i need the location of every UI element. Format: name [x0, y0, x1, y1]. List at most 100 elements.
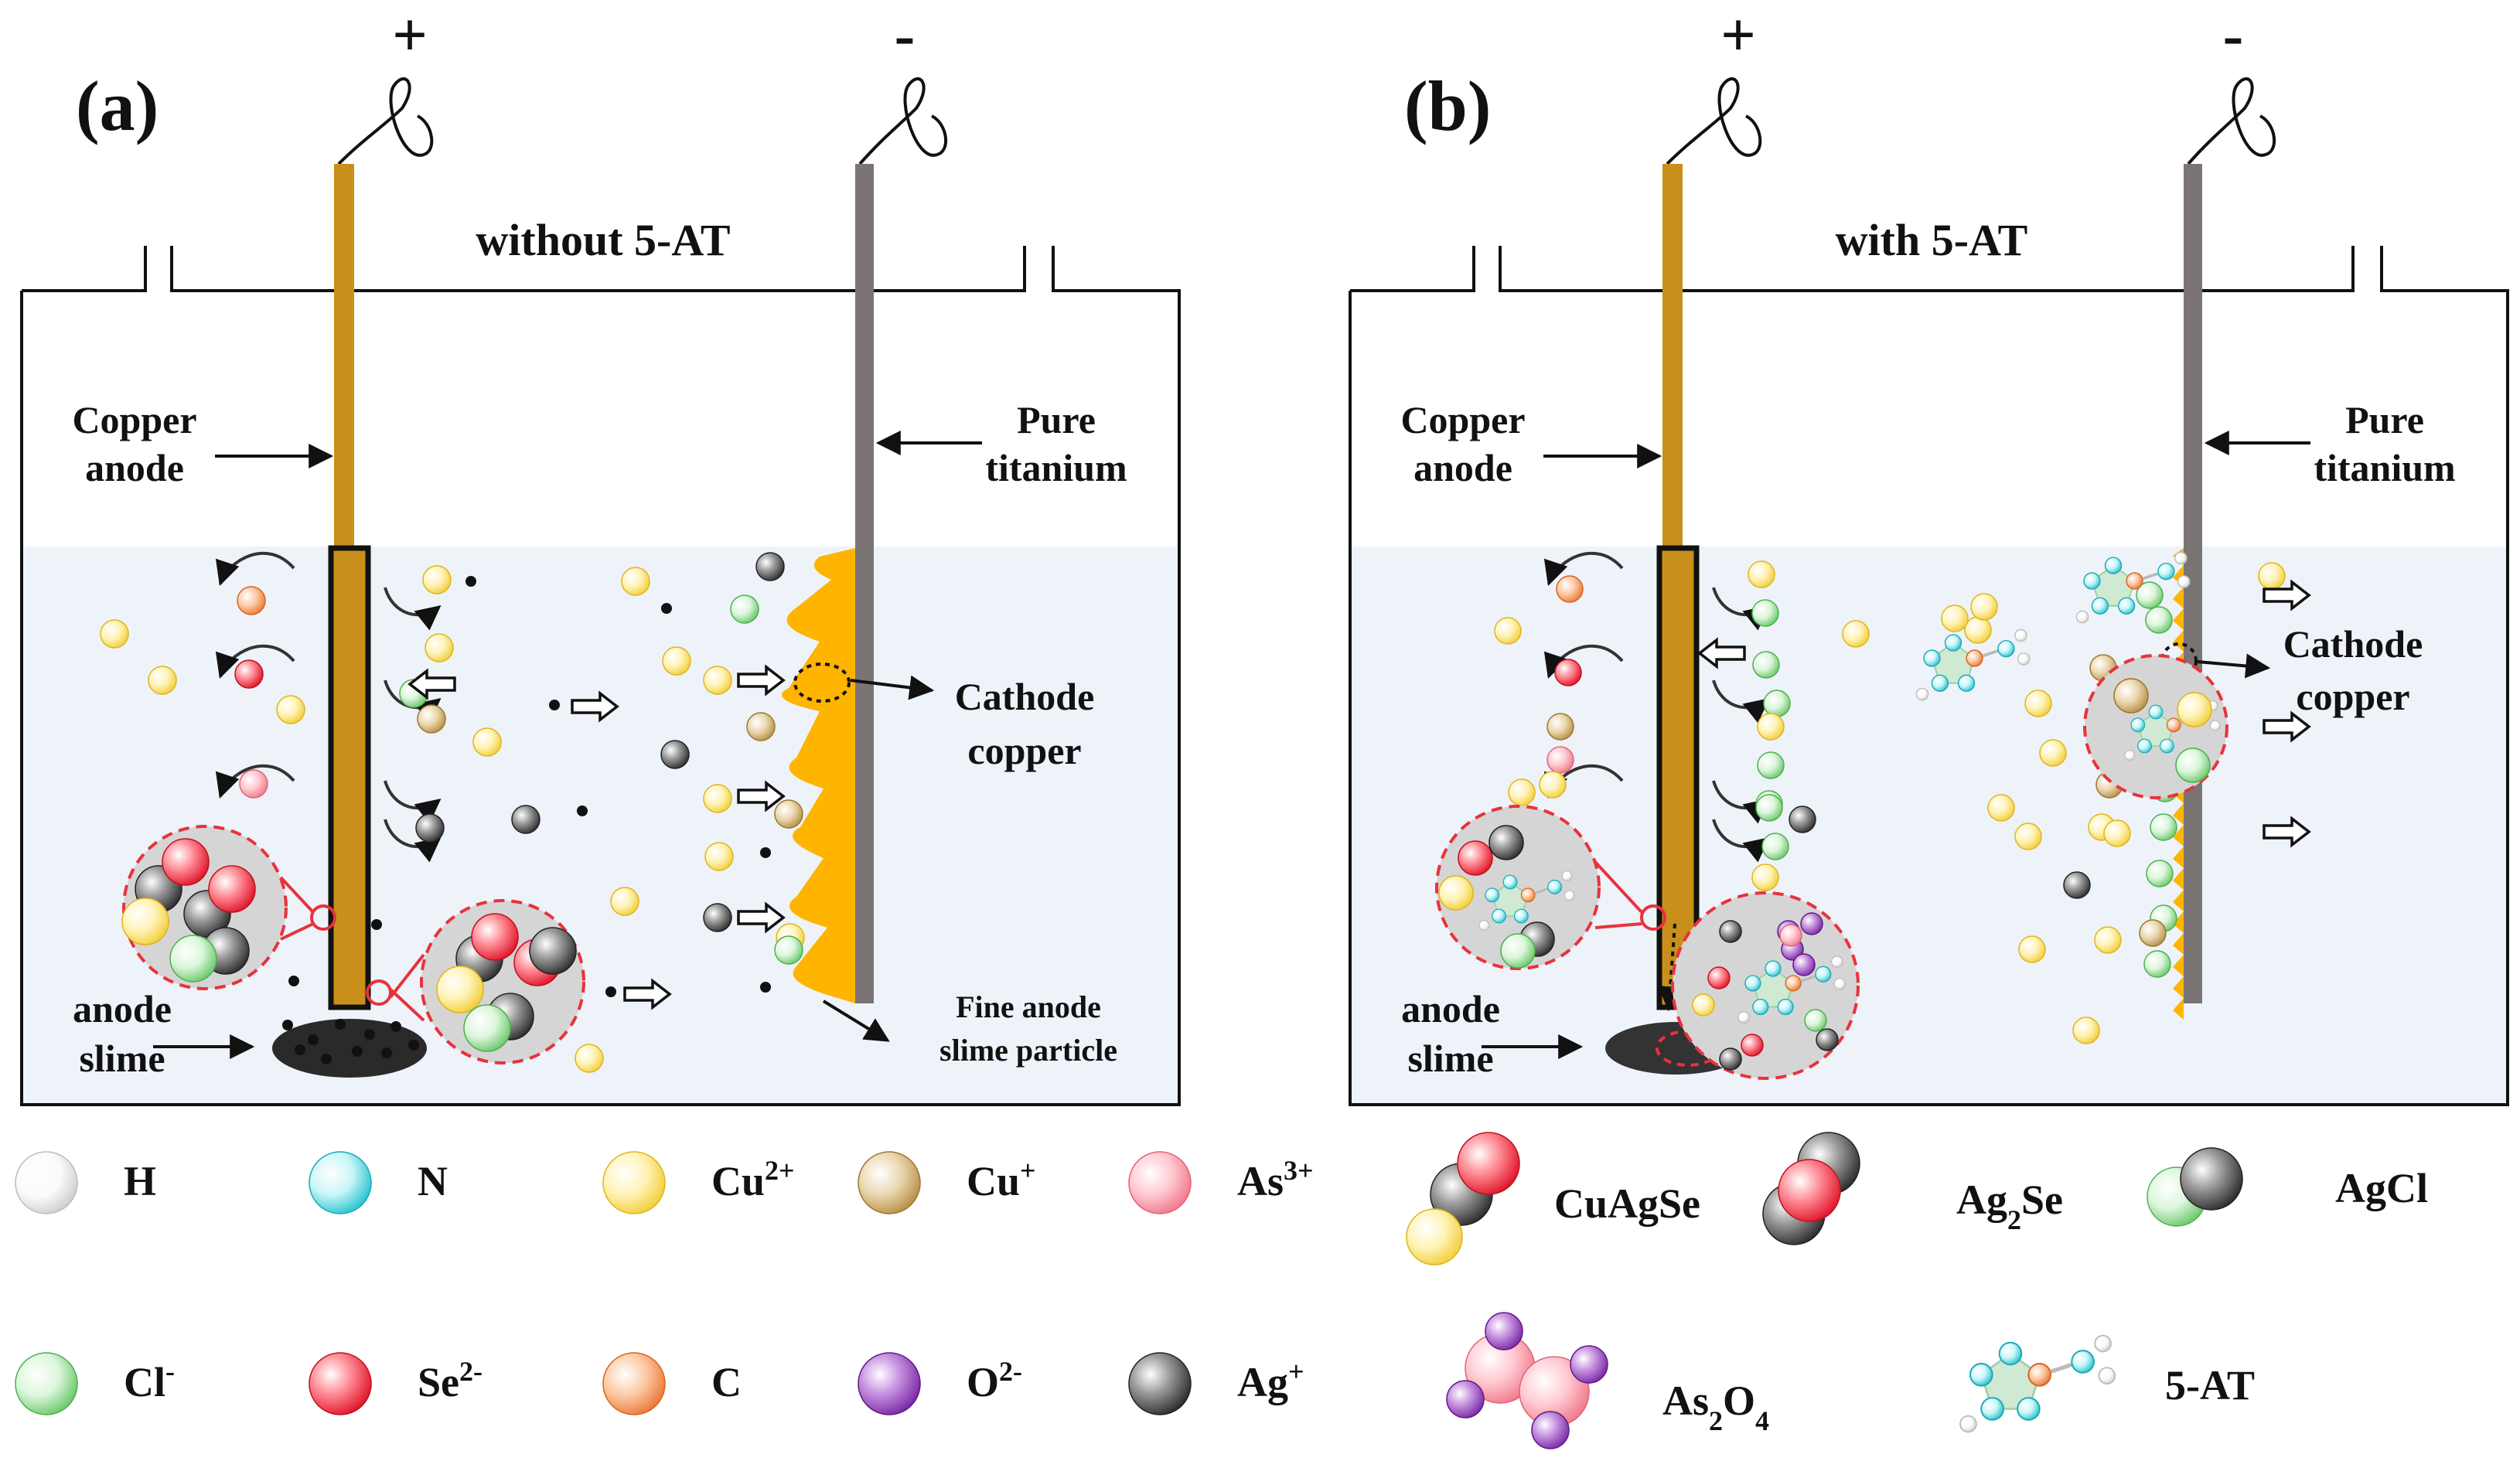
- legend-symbol: As: [1237, 1158, 1284, 1204]
- zoom-source: [1640, 904, 1666, 931]
- compound-label: Ag2Se: [1956, 1177, 2063, 1235]
- ion-cl: [1757, 751, 1785, 779]
- ion-cu2: [2094, 926, 2122, 954]
- slime-particle: [661, 603, 672, 614]
- ion-c: [2126, 572, 2143, 590]
- ion-cu1: [774, 799, 803, 829]
- ion-ag: [660, 740, 690, 769]
- legend-label-cu: Cu+: [967, 1155, 1036, 1204]
- tank-lid-left: [1350, 246, 1475, 292]
- zoom-source: [366, 979, 392, 1006]
- ion-n: [1969, 1363, 1993, 1387]
- slime-particle: [760, 847, 771, 858]
- ion-cu2: [2258, 562, 2286, 590]
- slime-particle: [465, 576, 476, 587]
- deposit-label-line2: copper: [967, 729, 1081, 772]
- ion-se: [1458, 840, 1493, 876]
- panel-a: (a)without 5-AT+-CopperanodePuretitanium…: [20, 2, 1181, 1106]
- ion-n: [1931, 674, 1949, 692]
- deposit-highlight: [793, 662, 851, 703]
- ion-cl: [1500, 933, 1536, 969]
- titanium-cathode-rod: [855, 164, 874, 1003]
- anode-wire: [337, 77, 434, 165]
- ion-ag: [415, 813, 445, 843]
- zoom-connector: [280, 922, 314, 941]
- ion-h: [2075, 610, 2089, 624]
- ion-n: [1923, 649, 1941, 667]
- legend-label-ag: Ag+: [1237, 1356, 1304, 1405]
- ion-ag: [703, 903, 732, 932]
- dissolution-arrow: [1712, 819, 1770, 863]
- migration-arrow: [1697, 637, 1746, 669]
- panel-caption: without 5-AT: [476, 215, 730, 265]
- ion-cu2: [704, 842, 734, 871]
- anode-label-line2: anode: [1413, 446, 1512, 489]
- ion-cu2: [1508, 778, 1536, 806]
- zoom-connector: [279, 876, 315, 914]
- deposit-pointer: [2197, 653, 2271, 679]
- slime-label-line1: anode: [1401, 987, 1500, 1030]
- ion-n: [2157, 562, 2175, 581]
- ion-h: [1563, 890, 1575, 901]
- migration-arrow: [407, 668, 456, 700]
- ion-ag: [529, 927, 577, 975]
- ion-cl: [1804, 1009, 1827, 1032]
- zoom-connector: [389, 953, 425, 999]
- cathode-wire: [2187, 77, 2276, 165]
- dissolution-arrow: [384, 780, 442, 824]
- legend-symbol: Se: [418, 1359, 459, 1405]
- deposit-highlight: [2160, 642, 2198, 680]
- legend-symbol: H: [124, 1158, 156, 1204]
- ion-cl: [2136, 581, 2164, 609]
- ion-h: [2174, 551, 2188, 565]
- legend-charge: 2-: [459, 1356, 483, 1387]
- legend-charge: +: [1288, 1356, 1304, 1387]
- ion-cu2: [2177, 692, 2212, 727]
- migration-arrow: [737, 780, 786, 812]
- ion-as: [239, 769, 268, 799]
- slime-label-line2: slime: [1407, 1037, 1493, 1080]
- slime-particle: [282, 1020, 293, 1030]
- ion-o: [1792, 953, 1816, 976]
- ion-n: [2137, 738, 2152, 754]
- ion-o: [1800, 912, 1823, 935]
- ion-cu2: [2024, 690, 2052, 717]
- fine-particle-pointer: [822, 1000, 890, 1042]
- migration-arrow: [571, 690, 619, 723]
- ion-cu1: [2139, 919, 2167, 947]
- copper-anode-rod: [334, 164, 354, 550]
- ion-cu1: [417, 704, 446, 734]
- ion-c: [2166, 717, 2181, 733]
- dissolution-arrow: [384, 587, 442, 631]
- ion-cu2: [1941, 605, 1969, 632]
- slime-particle: [760, 982, 771, 993]
- legend-label-as: As3+: [1237, 1155, 1314, 1204]
- ion-n: [1957, 674, 1976, 692]
- compound-name-part: O: [1723, 1378, 1755, 1424]
- cathode-label-line2: titanium: [2314, 446, 2455, 489]
- ion-cu1: [2113, 678, 2149, 714]
- compound-name: AgCl: [2335, 1165, 2428, 1211]
- ion-n: [2104, 557, 2123, 574]
- ion-c: [237, 586, 266, 615]
- compound-name: CuAgSe: [1554, 1180, 1700, 1227]
- copper-anode-rod: [1662, 164, 1683, 550]
- ion-cu2: [2039, 739, 2067, 767]
- ion-cu2: [1987, 794, 2015, 822]
- ion-as: [1546, 746, 1574, 774]
- ion-cu2: [703, 666, 732, 695]
- deposit-label-line1: Cathode: [2283, 622, 2423, 666]
- dissolution-arrow: [215, 644, 295, 680]
- cathode-label-line1: Pure: [2345, 398, 2424, 441]
- legend-symbol: O: [967, 1359, 999, 1405]
- ion-n: [1485, 887, 1500, 903]
- ion-ag: [2063, 871, 2091, 899]
- ion-ag: [1719, 920, 1742, 943]
- ion-ag: [1816, 1028, 1839, 1051]
- ion-c: [1785, 975, 1802, 992]
- ion-cu2: [1438, 875, 1474, 911]
- ion-n: [2117, 597, 2136, 615]
- ion-se: [208, 865, 256, 913]
- ion-cu2: [2072, 1017, 2100, 1044]
